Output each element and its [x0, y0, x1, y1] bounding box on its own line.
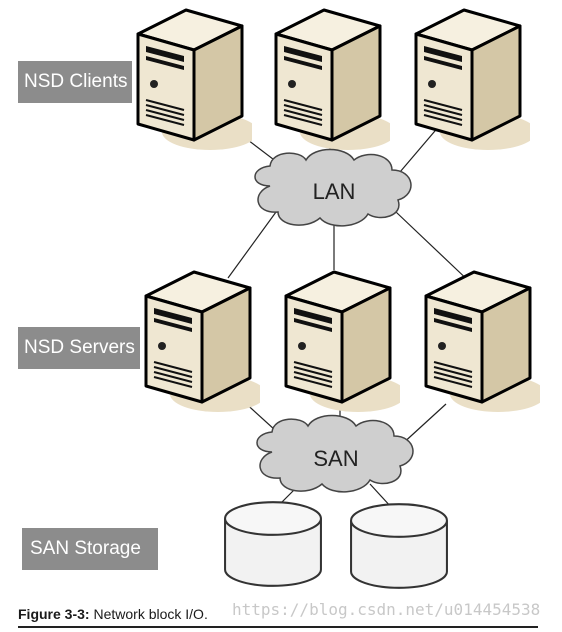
nsd-server-1-icon [144, 270, 260, 414]
nsd-servers-label: NSD Servers [18, 327, 140, 369]
caption-divider [18, 626, 538, 628]
client-server-3-icon [414, 8, 530, 152]
storage-disk-1-icon [224, 501, 322, 587]
nsd-clients-label: NSD Clients [18, 61, 132, 103]
lan-label: LAN [313, 179, 356, 204]
lan-cloud-icon: LAN [254, 148, 412, 227]
san-storage-label: SAN Storage [22, 528, 158, 570]
figure-caption-text: Network block I/O. [89, 606, 208, 622]
link-server3-san [399, 403, 447, 447]
san-label: SAN [313, 446, 358, 471]
nsd-server-2-icon [284, 270, 400, 414]
client-server-2-icon [274, 8, 390, 152]
watermark: https://blog.csdn.net/u014454538 [232, 600, 541, 619]
link-lan-server1 [227, 211, 277, 279]
san-cloud-icon: SAN [256, 414, 414, 493]
figure-number: Figure 3-3: [18, 606, 90, 622]
storage-disk-2-icon [350, 503, 448, 589]
client-server-1-icon [136, 8, 252, 152]
link-lan-server3 [395, 211, 475, 287]
figure-caption: Figure 3-3: Network block I/O. [18, 606, 538, 622]
nsd-server-3-icon [424, 270, 540, 414]
